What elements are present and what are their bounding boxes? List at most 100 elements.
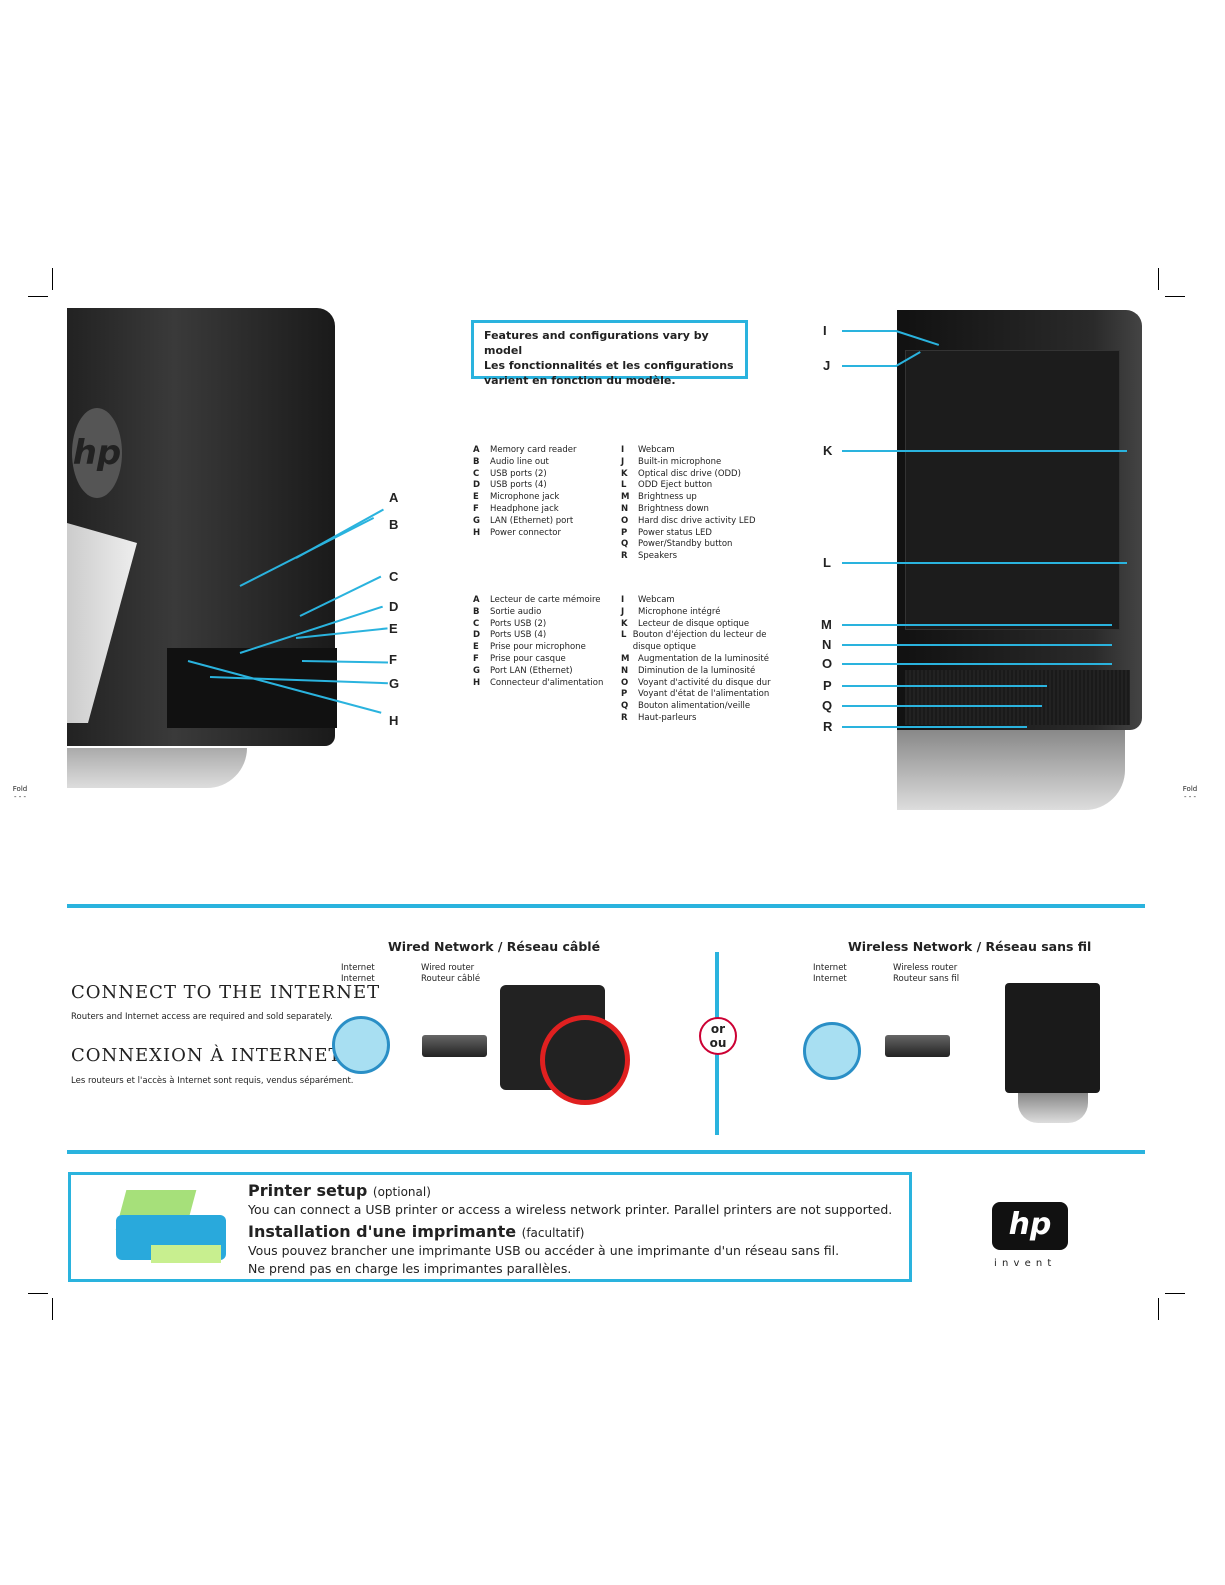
- feature-label: Webcam: [638, 595, 675, 605]
- feature-label: Brightness up: [638, 492, 697, 503]
- globe-icon: [332, 1016, 390, 1074]
- crop-mark: [1158, 1298, 1159, 1320]
- fold-mark-left: Fold- - -: [12, 785, 28, 801]
- feature-item: G LAN (Ethernet) port: [473, 516, 613, 528]
- callout-i: I: [823, 323, 827, 338]
- feature-item: M Brightness up: [621, 492, 771, 504]
- wireless-router-icon: [885, 1035, 950, 1057]
- wired-title: Wired Network / Réseau câblé: [388, 939, 601, 954]
- feature-label: Port LAN (Ethernet): [490, 665, 573, 676]
- computer-front-image: [897, 310, 1147, 900]
- feature-label: Prise pour casque: [490, 653, 566, 664]
- feature-label: Haut-parleurs: [638, 712, 697, 723]
- callout-h: H: [389, 713, 399, 728]
- feature-key: K: [621, 618, 628, 629]
- printer-setup-box: Printer setup (optional) You can connect…: [68, 1172, 912, 1282]
- crop-mark: [52, 268, 53, 290]
- printer-text-fr-2: Ne prend pas en charge les imprimantes p…: [248, 1261, 572, 1276]
- feature-key: G: [473, 515, 480, 526]
- callout-o: O: [822, 656, 833, 671]
- callout-q: Q: [822, 698, 833, 713]
- feature-label: Headphone jack: [490, 503, 559, 514]
- feature-key: R: [621, 712, 628, 723]
- feature-label: Power status LED: [638, 527, 712, 538]
- feature-key: P: [621, 527, 628, 538]
- connect-text-fr: Les routeurs et l'accès à Internet sont …: [71, 1076, 354, 1086]
- feature-key: H: [473, 677, 481, 688]
- feature-item: N Diminution de la luminosité: [621, 666, 771, 678]
- fold-mark-right: Fold- - -: [1182, 785, 1198, 801]
- feature-label: Connecteur d'alimentation: [490, 677, 604, 688]
- feature-label: LAN (Ethernet) port: [490, 515, 574, 526]
- feature-label: Diminution de la luminosité: [638, 665, 756, 676]
- feature-label: Augmentation de la luminosité: [638, 653, 769, 664]
- feature-label: USB ports (2): [490, 468, 547, 479]
- feature-key: J: [621, 606, 625, 617]
- feature-label: Sortie audio: [490, 606, 542, 617]
- crop-mark: [1165, 296, 1185, 297]
- feature-key: K: [621, 468, 628, 479]
- feature-key: M: [621, 492, 630, 503]
- feature-label: Ports USB (4): [490, 630, 547, 641]
- feature-key: R: [621, 551, 628, 562]
- feature-label: Webcam: [638, 445, 675, 455]
- feature-key: N: [621, 665, 629, 676]
- feature-label: Power connector: [490, 527, 561, 538]
- feature-key: N: [621, 503, 629, 514]
- callout-l: L: [823, 555, 831, 570]
- feature-key: O: [621, 677, 629, 688]
- feature-key: E: [473, 492, 479, 503]
- feature-key: F: [473, 503, 479, 514]
- crop-mark: [1158, 268, 1159, 290]
- crop-mark: [1165, 1293, 1185, 1294]
- connect-title-en: CONNECT TO THE INTERNET: [71, 982, 381, 1003]
- feature-item: N Brightness down: [621, 504, 771, 516]
- crop-mark: [28, 296, 48, 297]
- feature-key: A: [473, 445, 480, 455]
- feature-label: Brightness down: [638, 503, 709, 514]
- feature-key: H: [473, 527, 481, 538]
- callout-f: F: [389, 652, 397, 667]
- feature-item: P Power status LED: [621, 528, 771, 540]
- computer-rear-image: hp: [67, 308, 347, 838]
- feature-item: O Hard disc drive activity LED: [621, 516, 771, 528]
- logo-tagline: i n v e n t: [994, 1258, 1053, 1269]
- callout-e: E: [389, 621, 398, 636]
- feature-label: Built-in microphone: [638, 456, 722, 467]
- feature-key: O: [621, 515, 629, 526]
- wireless-title: Wireless Network / Réseau sans fil: [848, 939, 1092, 954]
- feature-label: Voyant d'état de l'alimentation: [638, 689, 770, 700]
- feature-label: Ports USB (2): [490, 618, 547, 629]
- feature-label: Prise pour microphone: [490, 642, 586, 653]
- feature-label: Hard disc drive activity LED: [638, 515, 756, 526]
- feature-item: R Haut-parleurs: [621, 713, 771, 725]
- feature-item: H Connecteur d'alimentation: [473, 678, 613, 690]
- callout-a: A: [389, 490, 399, 505]
- feature-label: Lecteur de disque optique: [638, 618, 750, 629]
- callout-c: C: [389, 569, 399, 584]
- feature-label: Voyant d'activité du disque dur: [638, 677, 771, 688]
- feature-key: B: [473, 456, 480, 467]
